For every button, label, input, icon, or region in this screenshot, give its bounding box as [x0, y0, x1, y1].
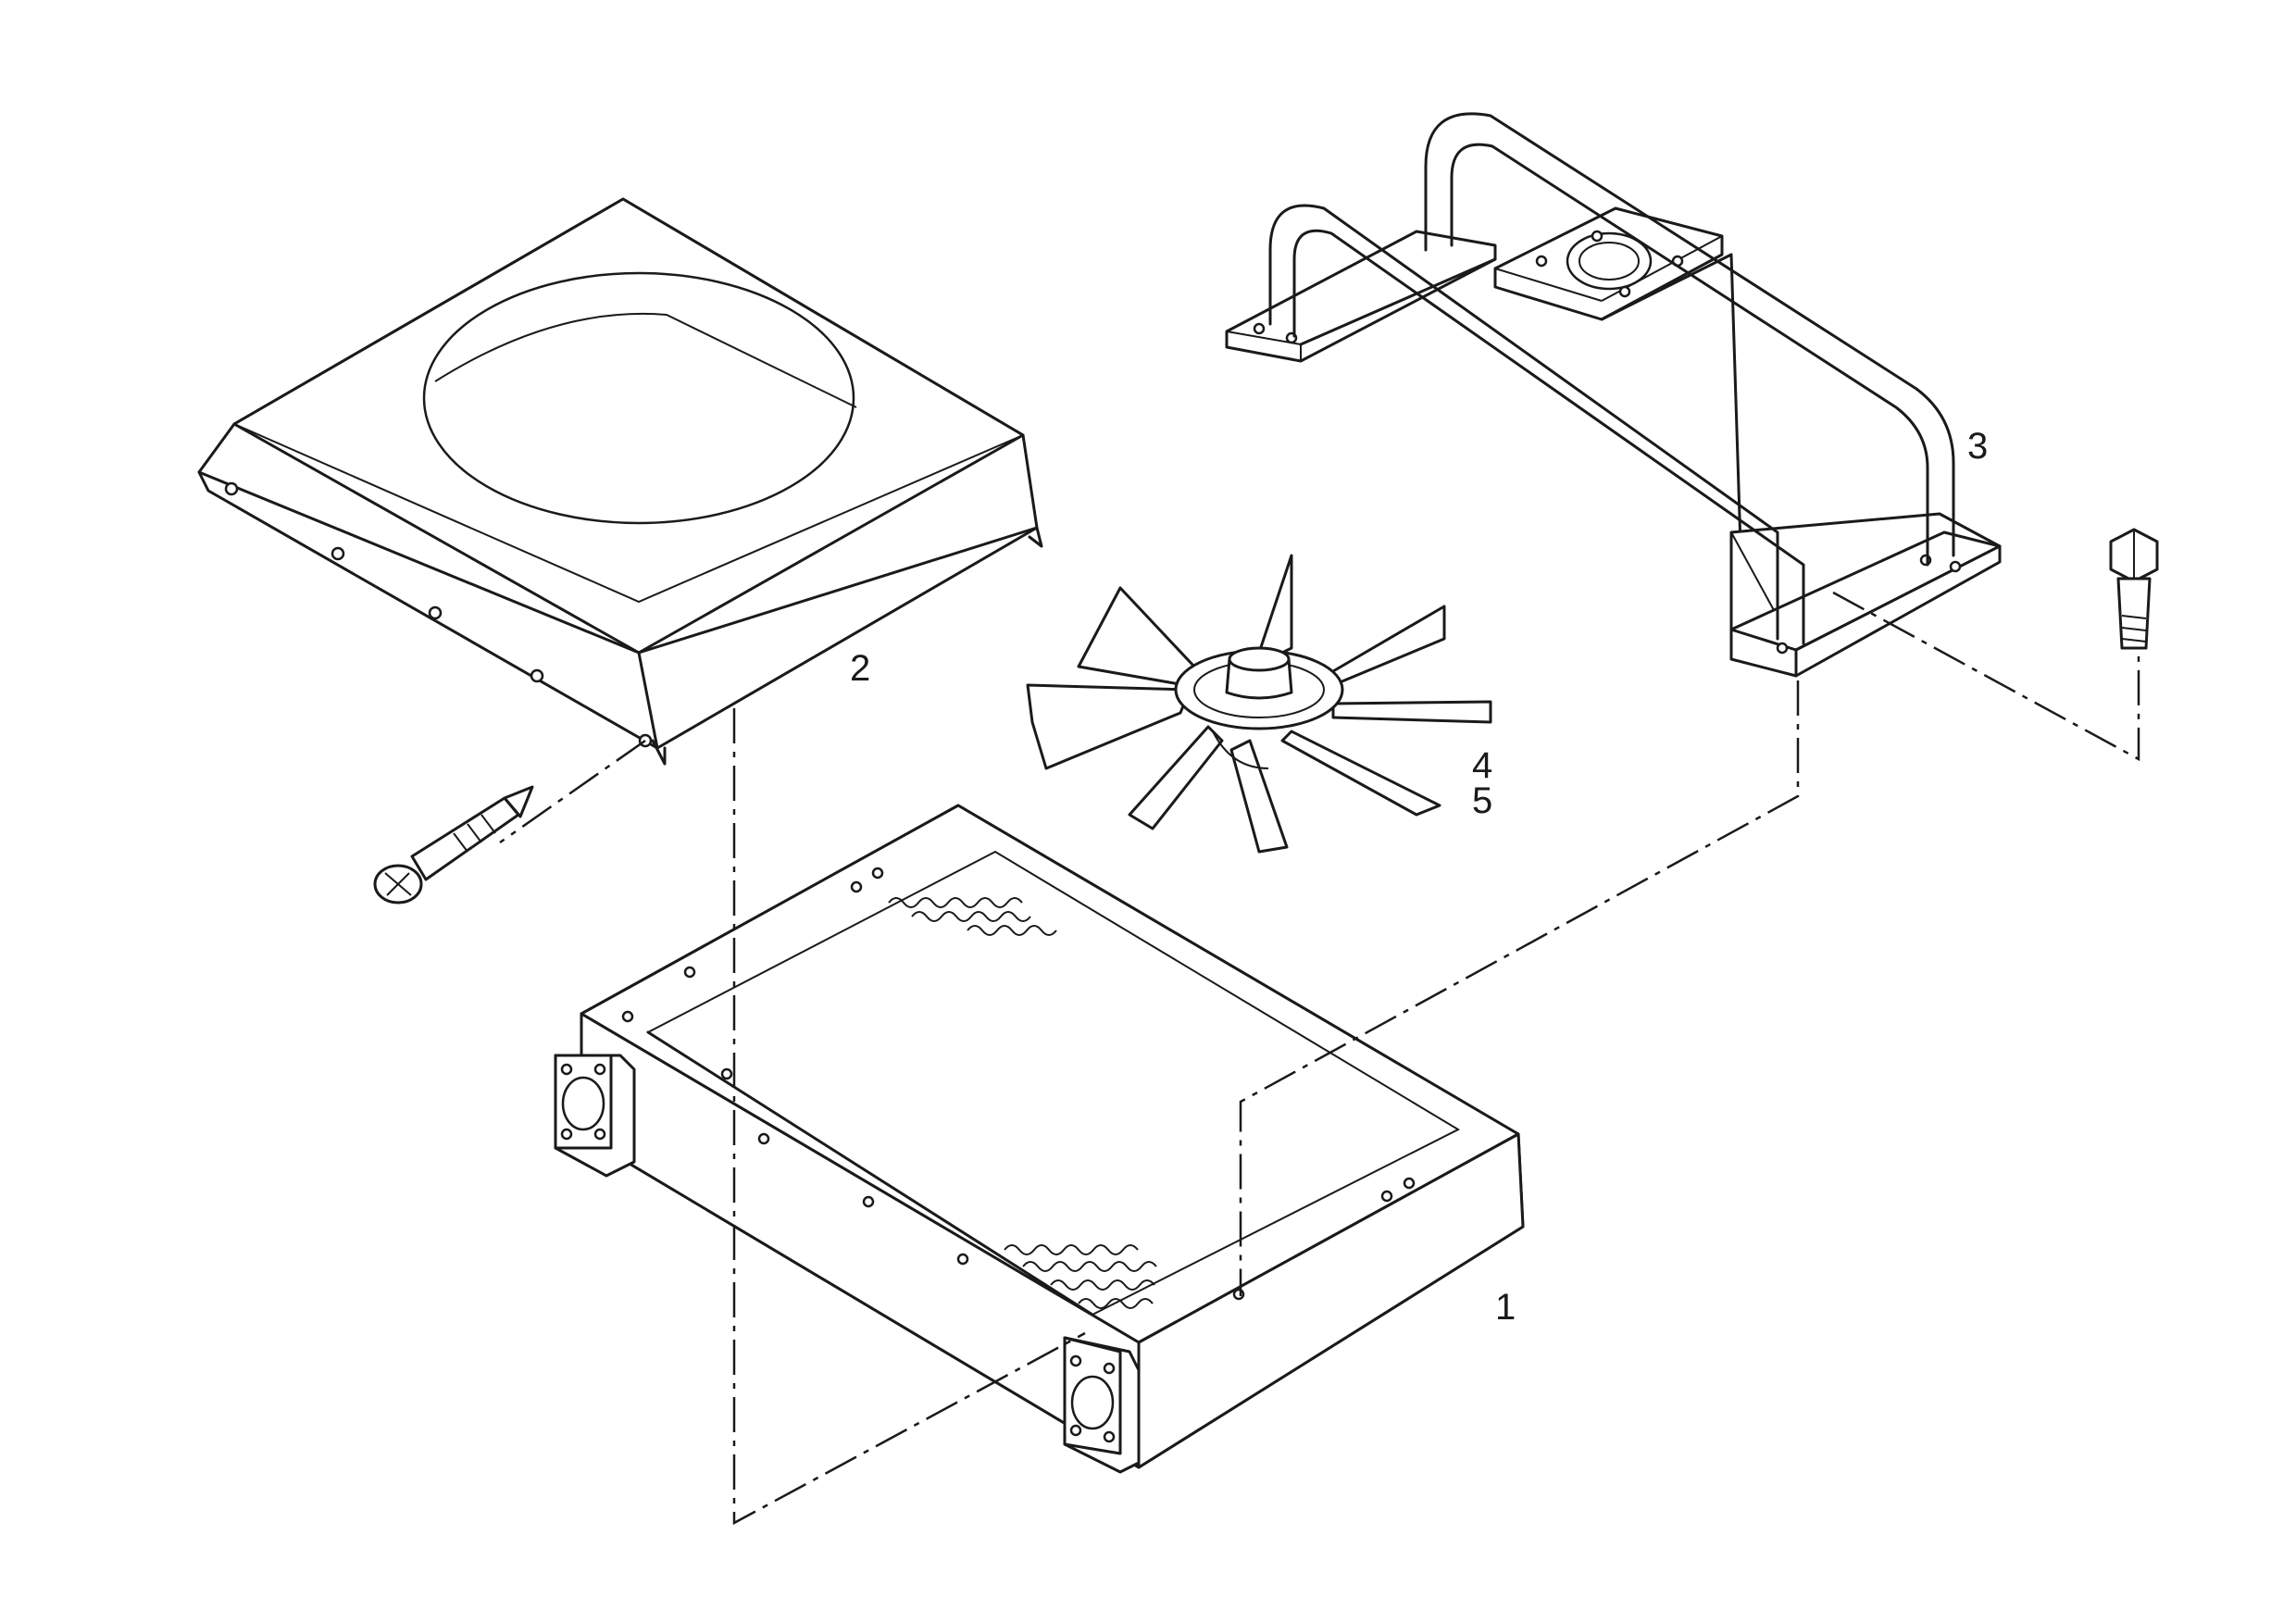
assembly-leader-lines: [499, 591, 2140, 1526]
guard-frame: [1225, 112, 2002, 678]
radiator: [554, 804, 1525, 1474]
callout-5: 5: [1472, 780, 1492, 821]
fan-shroud: [197, 197, 1043, 766]
bolt: [2109, 528, 2159, 650]
callout-3: 3: [1967, 426, 1988, 467]
screw: [373, 785, 534, 905]
callout-4: 4: [1472, 745, 1492, 786]
callout-1: 1: [1495, 1287, 1516, 1328]
callout-2: 2: [850, 648, 870, 689]
fan: [1026, 554, 1492, 854]
